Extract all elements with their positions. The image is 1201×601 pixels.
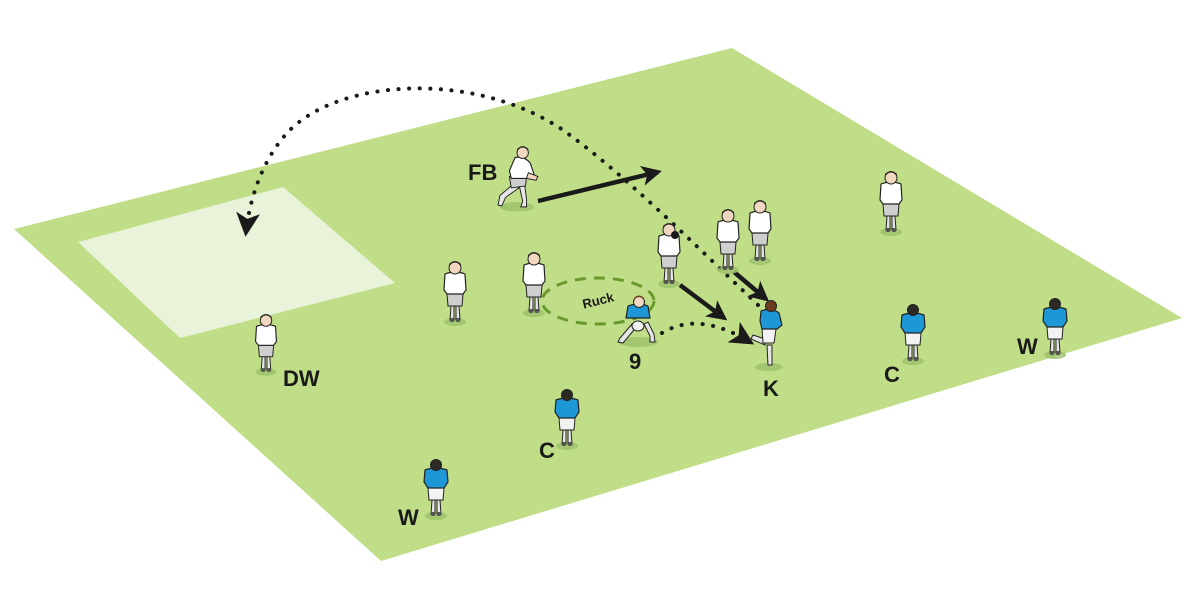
kick-target-zone xyxy=(78,187,395,338)
label-kicker: K xyxy=(763,376,779,401)
kick-path xyxy=(236,86,760,307)
label-defender-wing: DW xyxy=(283,366,320,391)
fb-run-arrow xyxy=(537,165,662,204)
label-fullback: FB xyxy=(468,160,497,185)
ball xyxy=(671,231,679,239)
label-wing-2: W xyxy=(1017,334,1038,359)
label-centre-2: C xyxy=(884,362,900,387)
label-scrum-half: 9 xyxy=(629,349,641,374)
player-kicker xyxy=(750,300,783,371)
label-centre-1: C xyxy=(539,438,555,463)
pass-path xyxy=(660,321,755,345)
defender-rush-arrow-2 xyxy=(732,270,770,302)
ruck-area xyxy=(540,276,656,326)
player-fullback xyxy=(497,146,539,212)
player-scrum-half xyxy=(617,295,658,347)
defender-rush-arrow-1 xyxy=(678,283,728,321)
label-wing-1: W xyxy=(398,505,419,530)
